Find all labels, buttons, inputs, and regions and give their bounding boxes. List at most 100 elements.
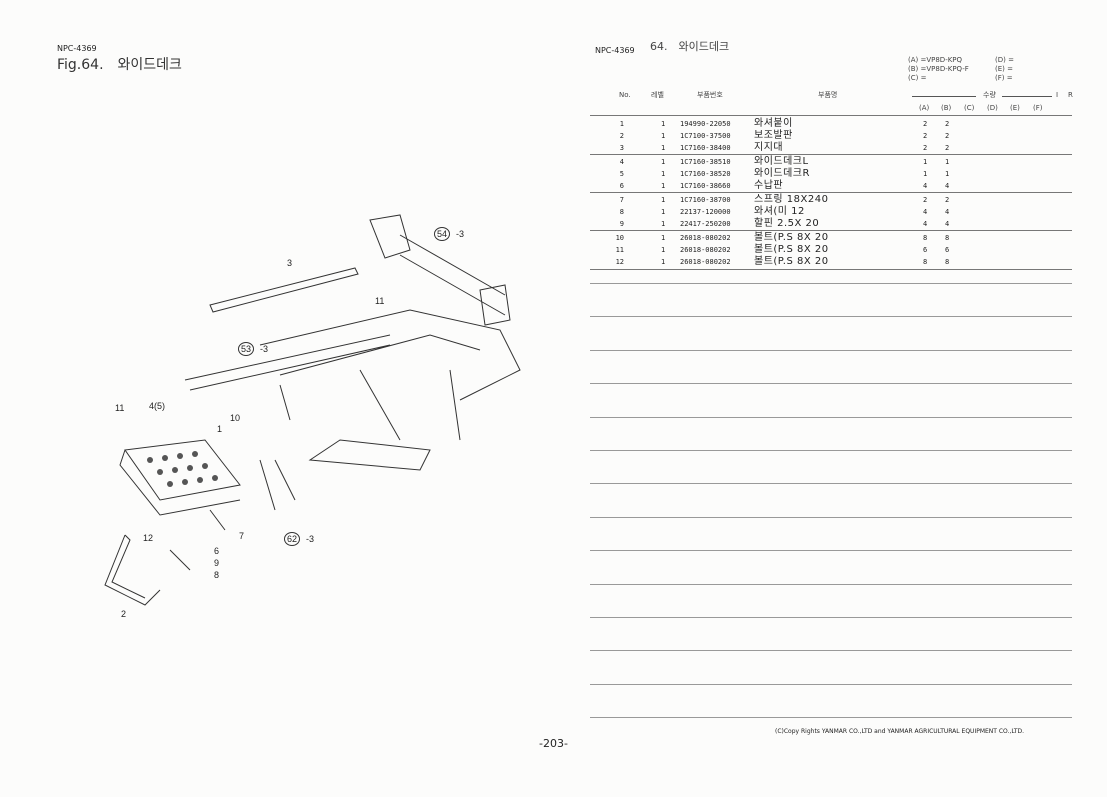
cell-b: 6 — [945, 246, 950, 254]
callout-62: 62 — [284, 532, 301, 546]
cell-pn: 194990-22050 — [680, 120, 731, 128]
cell-lv: 1 — [661, 246, 666, 254]
cell-b: 4 — [945, 208, 950, 216]
cell-a: 8 — [923, 234, 928, 242]
cell-name: 스프링 18X240 — [754, 194, 829, 205]
callout-62-suffix: -3 — [306, 534, 315, 544]
cell-pn: 1C7160-38400 — [680, 144, 731, 152]
callout-11b: 11 — [115, 403, 125, 413]
blank-row-line — [590, 650, 1072, 652]
model-legend-def: (D) =(E) =(F) = — [995, 56, 1014, 82]
cell-b: 2 — [945, 132, 950, 140]
cell-name: 볼트(P.S 8X 20 — [754, 256, 829, 267]
cell-no: 2 — [619, 132, 624, 140]
blank-row-line — [590, 283, 1072, 284]
cell-b: 8 — [945, 234, 950, 242]
cell-b: 2 — [945, 120, 950, 128]
table-title: 64. 와이드데크 — [650, 40, 730, 53]
cell-no: 6 — [619, 182, 624, 190]
right-code: NPC-4369 — [595, 46, 635, 55]
wide-deck-part — [119, 439, 241, 516]
cell-name: 지지대 — [754, 142, 784, 153]
callout-53: 53 — [238, 342, 255, 356]
callout-53-suffix: -3 — [260, 344, 269, 354]
header-i: I — [1056, 91, 1059, 99]
step-bracket-part — [259, 439, 431, 511]
cell-no: 4 — [619, 158, 624, 166]
cell-a: 1 — [923, 170, 928, 178]
cell-name: 볼트(P.S 8X 20 — [754, 244, 829, 255]
blank-row-line — [590, 683, 1072, 685]
cell-a: 2 — [923, 144, 928, 152]
cell-name: 보조발판 — [754, 130, 793, 141]
cell-name: 와이드데크L — [754, 156, 809, 167]
copyright: (C)Copy Rights YANMAR CO.,LTD and YANMAR… — [775, 728, 1025, 735]
cell-pn: 1C7160-38660 — [680, 182, 731, 190]
cell-lv: 1 — [661, 220, 666, 228]
callout-9: 9 — [214, 558, 220, 568]
blank-row-line — [590, 717, 1072, 719]
cell-pn: 1C7160-38520 — [680, 170, 731, 178]
header-qty: 수량 — [983, 91, 996, 99]
header-no: No. — [619, 91, 631, 99]
cell-name: 와셔붙이 — [754, 118, 793, 129]
blank-row-line — [590, 450, 1072, 451]
group-divider — [590, 230, 1072, 231]
cell-pn: 22417-250200 — [680, 220, 731, 228]
header-col-c: (C) — [964, 104, 975, 112]
cell-b: 8 — [945, 258, 950, 266]
blank-row-line — [590, 617, 1072, 618]
cell-b: 1 — [945, 170, 950, 178]
cell-a: 2 — [923, 132, 928, 140]
cell-name: 와이드데크R — [754, 168, 810, 179]
cell-a: 8 — [923, 258, 928, 266]
callout-54: 54 — [434, 227, 451, 241]
cell-no: 3 — [619, 144, 624, 152]
cell-lv: 1 — [661, 234, 666, 242]
callout-10: 10 — [230, 413, 241, 423]
cell-lv: 1 — [661, 120, 666, 128]
cell-pn: 1C7100-37500 — [680, 132, 731, 140]
cell-lv: 1 — [661, 182, 666, 190]
cell-name: 볼트(P.S 8X 20 — [754, 232, 829, 243]
cell-no: 8 — [619, 208, 624, 216]
cell-a: 1 — [923, 158, 928, 166]
exploded-parts-diagram — [104, 214, 521, 606]
blank-row-line — [590, 516, 1072, 518]
spring-part — [169, 509, 226, 571]
cell-no: 7 — [619, 196, 624, 204]
cell-lv: 1 — [661, 208, 666, 216]
cell-no: 9 — [619, 220, 624, 228]
page-number: -203- — [539, 737, 568, 750]
model-legend-abc: (A) =VP8D-KPQ(B) =VP8D-KPQ-F(C) = — [908, 56, 969, 82]
cell-a: 4 — [923, 182, 928, 190]
cell-pn: 26018-080202 — [680, 258, 731, 266]
cell-b: 4 — [945, 220, 950, 228]
cell-b: 2 — [945, 196, 950, 204]
blank-row-line — [590, 550, 1072, 552]
cell-lv: 1 — [661, 258, 666, 266]
cell-a: 2 — [923, 196, 928, 204]
cell-no: 11 — [615, 246, 624, 254]
header-col-e: (E) — [1010, 104, 1020, 112]
blank-row-line — [590, 483, 1072, 485]
cell-no: 10 — [615, 234, 624, 242]
blank-row-line — [590, 416, 1072, 418]
header-level: 레벨 — [651, 91, 664, 99]
blank-row-line — [590, 583, 1072, 585]
cell-no: 5 — [619, 170, 624, 178]
header-part-no: 부품번호 — [697, 91, 723, 99]
cell-a: 4 — [923, 220, 928, 228]
qty-rule-right — [1002, 96, 1052, 97]
rear-bracket-part — [369, 214, 511, 326]
cell-pn: 22137-120000 — [680, 208, 731, 216]
header-col-b: (B) — [941, 104, 952, 112]
figure-title: Fig.64. 와이드데크 — [57, 57, 182, 73]
blank-row-line — [590, 349, 1072, 351]
